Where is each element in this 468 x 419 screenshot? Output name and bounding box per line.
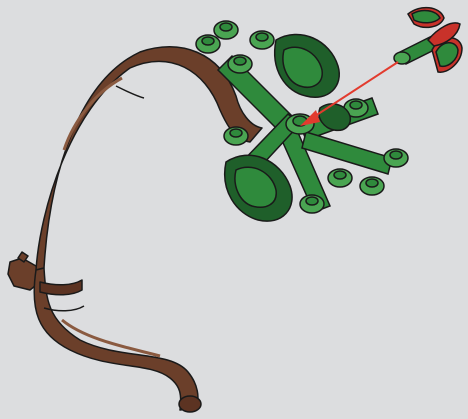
brown-curved-trunk: [8, 47, 262, 412]
red-stem-piece: [394, 8, 462, 73]
